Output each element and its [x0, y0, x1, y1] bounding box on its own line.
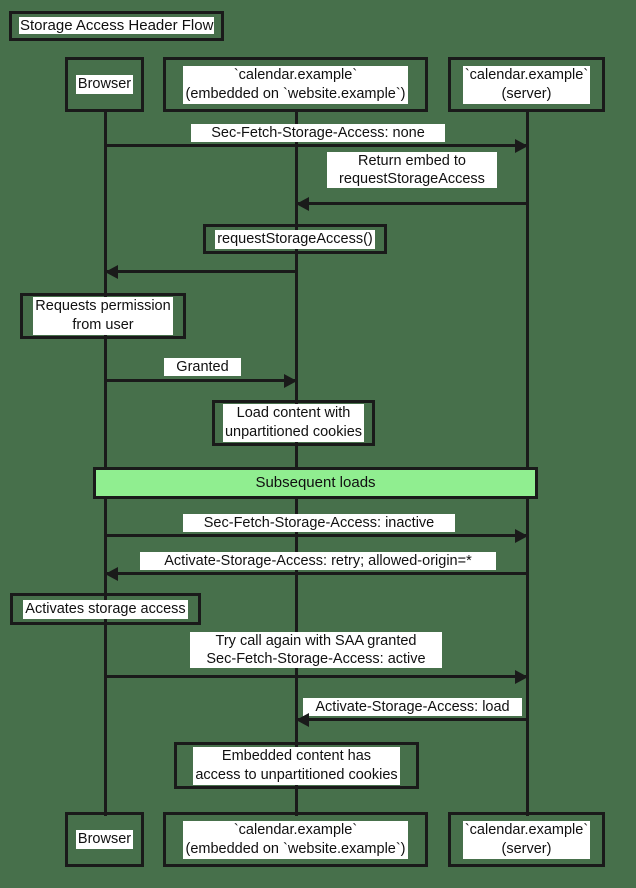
participant-embed-top[interactable]: `calendar.example` (embedded on `website… — [163, 57, 428, 112]
message-line-m3 — [105, 270, 296, 273]
arrowhead-left-m2 — [296, 197, 309, 211]
message-label-m4: Granted — [164, 358, 241, 376]
message-line-m1 — [105, 144, 527, 147]
arrowhead-right-m1 — [515, 139, 528, 153]
arrowhead-right-m7 — [515, 670, 528, 684]
participant-server-top[interactable]: `calendar.example` (server) — [448, 57, 605, 112]
lifeline-browser — [104, 112, 107, 816]
divider-label: Subsequent loads — [255, 474, 376, 491]
arrowhead-right-m4 — [284, 374, 297, 388]
message-label-m8: Activate-Storage-Access: load — [303, 698, 522, 716]
participant-label: `calendar.example` (server) — [462, 820, 591, 859]
arrowhead-left-m8 — [296, 713, 309, 727]
message-line-m4 — [105, 379, 296, 382]
participant-label: `calendar.example` (embedded on `website… — [183, 820, 408, 859]
participant-label: `calendar.example` (embedded on `website… — [183, 65, 408, 104]
message-label-m2: Return embed to requestStorageAccess — [327, 152, 497, 188]
note-activates-storage-access: Activates storage access — [10, 593, 201, 625]
message-line-m5 — [105, 534, 527, 537]
participant-browser-top[interactable]: Browser — [65, 57, 144, 112]
arrowhead-right-m5 — [515, 529, 528, 543]
message-line-m7 — [105, 675, 527, 678]
note-embedded-content-access: Embedded content has access to unpartiti… — [174, 742, 419, 789]
note-text: requestStorageAccess() — [215, 229, 375, 249]
page-title: Storage Access Header Flow — [19, 17, 215, 34]
participant-label: Browser — [75, 830, 134, 849]
message-label-m1: Sec-Fetch-Storage-Access: none — [191, 124, 445, 142]
note-text: Activates storage access — [23, 599, 188, 619]
note-text: Embedded content has access to unpartiti… — [193, 746, 400, 785]
lifeline-embed — [295, 112, 298, 816]
participant-browser-bottom[interactable]: Browser — [65, 812, 144, 867]
diagram-title-frame: Storage Access Header Flow — [9, 11, 225, 41]
message-line-m8 — [296, 718, 527, 721]
participant-label: Browser — [75, 75, 134, 94]
message-label-m6: Activate-Storage-Access: retry; allowed-… — [140, 552, 496, 570]
lifeline-server — [526, 112, 529, 816]
message-line-m2 — [296, 202, 527, 205]
participant-embed-bottom[interactable]: `calendar.example` (embedded on `website… — [163, 812, 428, 867]
message-line-m6 — [105, 572, 527, 575]
note-text: Load content with unpartitioned cookies — [222, 404, 365, 442]
participant-label: `calendar.example` (server) — [462, 65, 591, 104]
message-label-m5: Sec-Fetch-Storage-Access: inactive — [183, 514, 455, 532]
arrowhead-left-m6 — [105, 567, 118, 581]
note-text: Requests permission from user — [33, 297, 173, 335]
note-requests-permission: Requests permission from user — [20, 293, 186, 339]
arrowhead-left-m3 — [105, 265, 118, 279]
message-label-m7: Try call again with SAA granted Sec-Fetc… — [190, 632, 442, 668]
note-request-storage-access: requestStorageAccess() — [203, 224, 387, 254]
divider-subsequent-loads: Subsequent loads — [93, 467, 538, 499]
note-load-content: Load content with unpartitioned cookies — [212, 400, 375, 446]
participant-server-bottom[interactable]: `calendar.example` (server) — [448, 812, 605, 867]
